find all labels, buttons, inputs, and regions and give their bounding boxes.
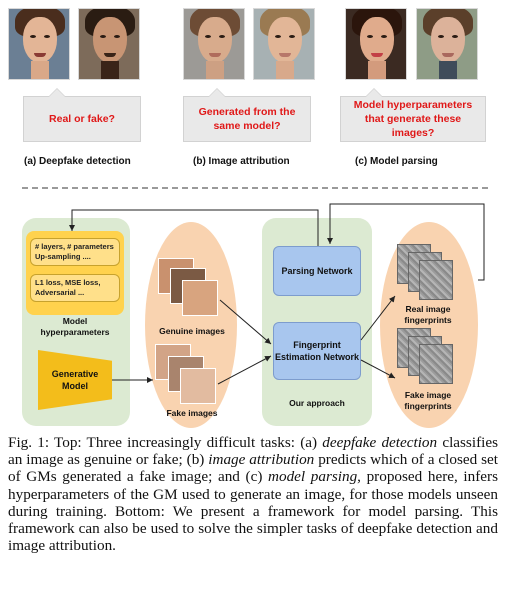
hyperparameter-line: Up-sampling .... <box>35 252 91 261</box>
fake-to-fen-arrow <box>217 355 272 385</box>
task-c-question: Model hyperparameters that generate thes… <box>353 99 473 139</box>
face-image-generated-4 <box>416 8 478 80</box>
fen-to-fake-arrow <box>360 359 396 379</box>
caption-term-deepfake-detection: deepfake detection <box>322 434 438 451</box>
hyperparameter-line: L1 loss, MSE loss, <box>35 278 101 287</box>
caption-part-3: , proposed here, infers hyperparameters … <box>8 468 499 555</box>
parsing-network-box: Parsing Network <box>273 246 361 296</box>
generative-model-block: Generative Model <box>38 350 112 410</box>
hyperparameter-line: # layers, # parameters <box>35 242 114 251</box>
caption-intro: Top: Three increasingly difficult tasks:… <box>49 434 323 451</box>
fake-images-label: Fake images <box>166 408 218 418</box>
genuine-image-3 <box>182 280 218 316</box>
caption-term-image-attribution: image attribution <box>208 451 315 469</box>
fingerprint-to-parser-arrow <box>327 203 485 281</box>
face-image-generated-1 <box>183 8 245 80</box>
caption-term-model-parsing: model parsing <box>268 468 358 486</box>
fake-fingerprint-3 <box>419 344 453 384</box>
our-approach-label: Our approach <box>289 398 345 408</box>
fen-to-real-arrow <box>360 295 396 341</box>
genuine-to-fen-arrow <box>219 299 272 345</box>
fingerprint-estimation-network-label: Fingerprint Estimation Network <box>274 340 359 362</box>
task-a-caption: (a) Deepfake detection <box>24 156 131 167</box>
task-a-question-bubble: Real or fake? <box>23 88 141 142</box>
model-hyperparameters-label: Model hyperparameters <box>40 316 110 337</box>
face-image-real-man <box>78 8 140 80</box>
task-a-question: Real or fake? <box>49 113 115 125</box>
task-c-caption: (c) Model parsing <box>355 156 438 167</box>
figure-caption: Fig. 1: Top: Three increasingly difficul… <box>8 434 498 554</box>
real-fingerprints-label: Real image fingerprints <box>404 304 452 325</box>
task-b-question-bubble: Generated from the same model? <box>183 88 311 142</box>
parsing-network-label: Parsing Network <box>281 266 353 276</box>
task-b-question: Generated from the same model? <box>198 106 296 132</box>
caption-label: Fig. 1: <box>8 434 50 451</box>
fingerprint-estimation-network-box: Fingerprint Estimation Network <box>273 322 361 380</box>
fake-image-3 <box>180 368 216 404</box>
section-divider <box>22 187 488 189</box>
task-c-question-bubble: Model hyperparameters that generate thes… <box>340 88 486 142</box>
feedback-arrow <box>69 209 319 246</box>
hyperparameter-line: Adversarial ... <box>35 288 85 297</box>
genuine-images-label: Genuine images <box>159 326 225 336</box>
real-fingerprint-3 <box>419 260 453 300</box>
generative-model-label: Generative Model <box>51 369 99 391</box>
face-image-real-woman <box>8 8 70 80</box>
hyperparameter-box-architecture: # layers, # parameters Up-sampling .... <box>30 238 120 266</box>
fake-fingerprints-label: Fake image fingerprints <box>404 390 452 411</box>
hyperparameter-box-loss: L1 loss, MSE loss, Adversarial ... <box>30 274 120 302</box>
face-image-generated-2 <box>253 8 315 80</box>
task-b-caption: (b) Image attribution <box>193 156 290 167</box>
caption-part-2: predicts which of a closed set of GMs ge… <box>8 451 499 486</box>
caption-part-1: classifies an image as genuine or fake; … <box>8 434 498 469</box>
face-image-generated-3 <box>345 8 407 80</box>
